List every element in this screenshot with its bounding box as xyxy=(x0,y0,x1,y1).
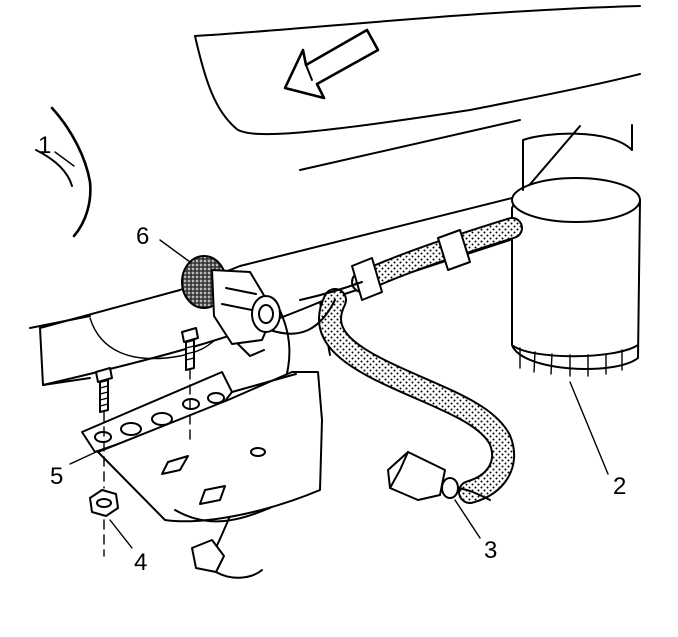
harness-connector xyxy=(387,451,491,501)
forward-direction-arrow-icon xyxy=(283,28,380,100)
bracket-bolt-right xyxy=(181,327,199,371)
oil-filter xyxy=(511,124,641,377)
wiring-harness-conduit xyxy=(299,217,523,504)
bracket-bolt-left xyxy=(95,367,113,413)
callout-5: 5 xyxy=(50,463,63,490)
callout-4: 4 xyxy=(134,549,147,576)
callout-leaders xyxy=(54,151,609,549)
body-panel xyxy=(194,5,641,136)
mounting-bracket xyxy=(81,371,323,579)
tire-outline xyxy=(35,106,92,238)
engine-oil-pan xyxy=(29,119,581,386)
sensor-connector xyxy=(181,255,281,357)
assembly-dash-lines xyxy=(103,369,191,557)
callout-3: 3 xyxy=(484,537,497,564)
callout-2: 2 xyxy=(613,473,626,500)
callout-1: 1 xyxy=(38,132,51,159)
callout-6: 6 xyxy=(136,223,149,250)
nut xyxy=(89,489,119,517)
